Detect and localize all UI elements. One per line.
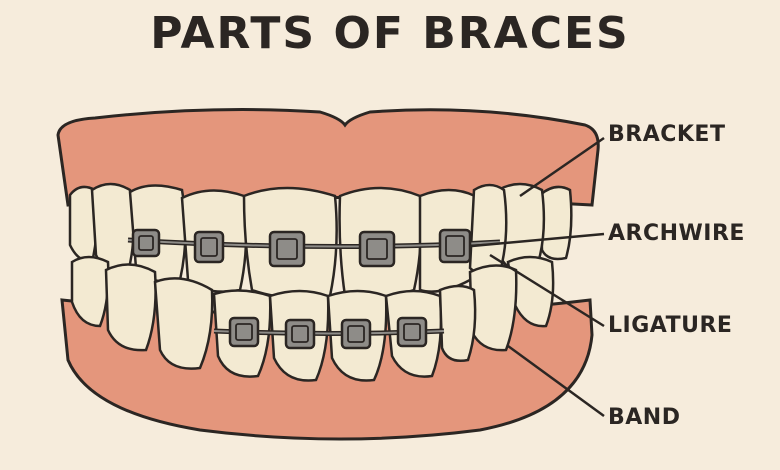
bracket: [340, 318, 372, 350]
bracket: [193, 230, 225, 264]
tooth: [153, 277, 214, 370]
tooth: [538, 185, 573, 261]
leader-line-ligature: [489, 253, 605, 328]
label-archwire: ARCHWIRE: [608, 221, 745, 246]
bracket: [284, 318, 316, 350]
tooth: [468, 264, 518, 352]
leader-line-band: [507, 344, 605, 418]
tooth: [438, 284, 477, 362]
label-band: BAND: [608, 405, 681, 430]
bracket: [358, 230, 396, 268]
label-ligature: LIGATURE: [608, 313, 733, 338]
leader-line-archwire: [471, 232, 605, 248]
bracket: [268, 230, 306, 268]
tooth: [104, 263, 157, 352]
leader-line-bracket: [519, 136, 605, 198]
label-bracket: BRACKET: [608, 122, 726, 147]
diagram-title: PARTS OF BRACES: [150, 8, 630, 59]
tooth: [70, 255, 110, 328]
bracket: [131, 228, 161, 258]
bracket: [228, 316, 260, 348]
bracket: [396, 316, 428, 348]
bracket: [438, 228, 472, 264]
